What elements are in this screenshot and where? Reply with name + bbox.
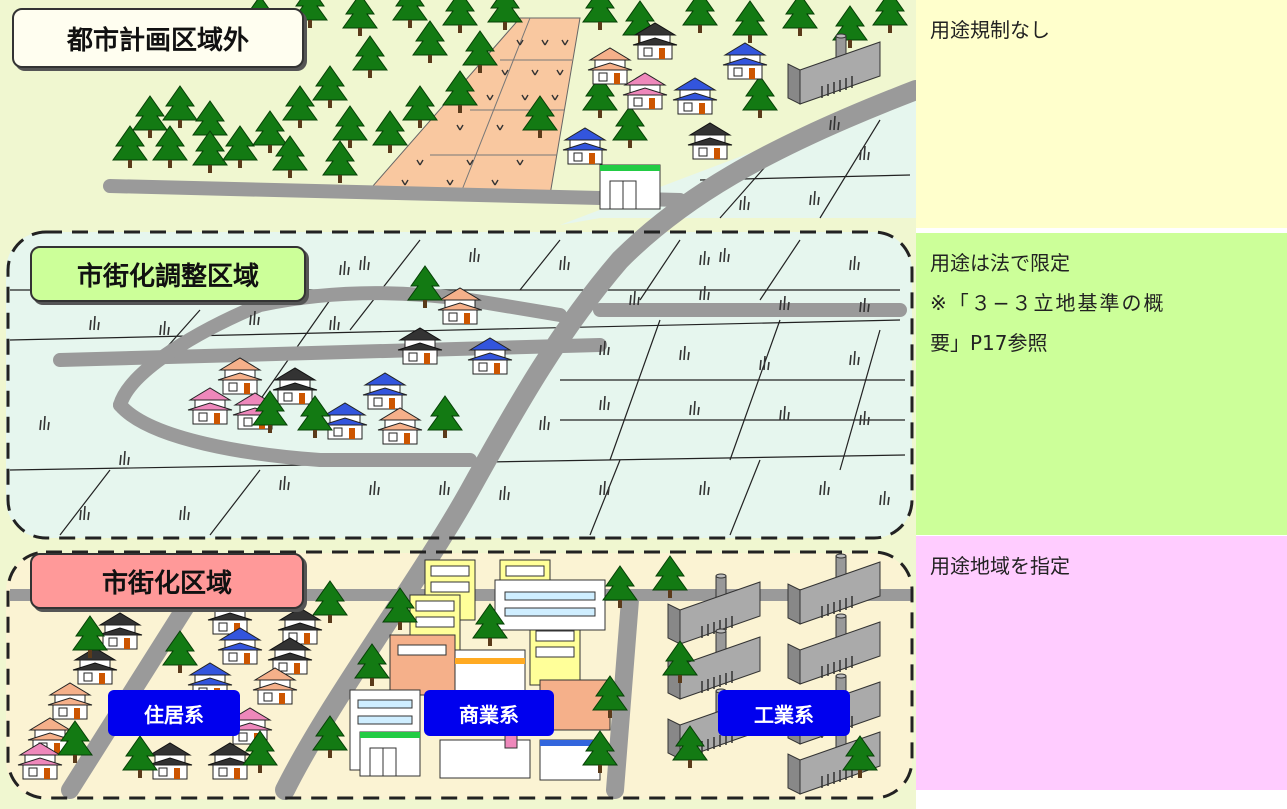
zone-label-outside: 都市計画区域外 (12, 8, 304, 68)
description-urban: 用途地域を指定 (916, 536, 1287, 790)
road-control-horizontal (53, 338, 607, 367)
zone-label-control: 市街化調整区域 (30, 246, 306, 302)
category-industrial: 工業系 (718, 690, 850, 736)
description-line: 要」P17参照 (930, 331, 1048, 355)
category-residential: 住居系 (108, 690, 240, 736)
description-line: 用途規制なし (930, 18, 1050, 42)
road-outside-horizontal (103, 179, 687, 207)
description-control: 用途は法で限定 ※「３−３立地基準の概 要」P17参照 (916, 233, 1287, 535)
urban-zone-border (6, 550, 914, 800)
description-line: 用途は法で限定 (930, 251, 1070, 275)
description-outside: 用途規制なし (916, 0, 1287, 228)
description-line: 用途地域を指定 (930, 554, 1070, 578)
zone-label-urban: 市街化区域 (30, 553, 304, 609)
control-zone-border (6, 230, 914, 540)
description-line: ※「３−３立地基準の概 (930, 291, 1166, 315)
category-commercial: 商業系 (424, 690, 554, 736)
outside-store (599, 164, 661, 210)
land-use-illustration (0, 0, 916, 809)
road-village-bottom (113, 398, 477, 467)
